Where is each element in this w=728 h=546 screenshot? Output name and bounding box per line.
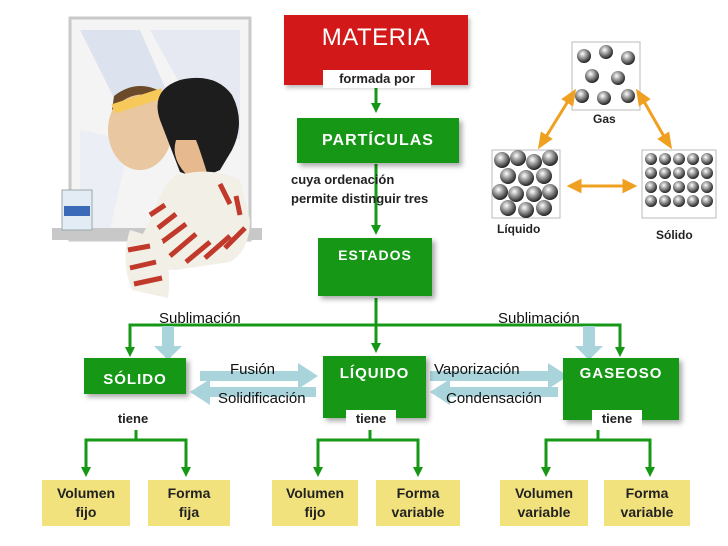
estados-box: ESTADOS xyxy=(318,238,432,296)
vaporizacion-label: Vaporización xyxy=(434,361,520,378)
liquido-box: LÍQUIDO xyxy=(323,356,426,418)
leaf-forma-fija-solido: Forma fija xyxy=(148,480,230,526)
solido-box: SÓLIDO xyxy=(84,358,186,394)
leaf-line2: fija xyxy=(178,504,200,520)
leaf-line2: variable xyxy=(517,504,571,520)
materia-title: MATERIA xyxy=(321,24,431,51)
leaf-line1: Forma xyxy=(167,485,211,501)
leaf-line1: Volumen xyxy=(514,485,574,501)
label-solido-model: Sólido xyxy=(656,228,693,242)
leaf-volumen-fijo-liquido: Volumen fijo xyxy=(272,480,358,526)
condensacion-label: Condensación xyxy=(446,390,542,407)
tiene-liquido: tiene xyxy=(346,410,396,428)
leaf-line2: fijo xyxy=(75,504,97,520)
particulas-box: PARTÍCULAS xyxy=(297,118,459,163)
sublimacion-left-label: Sublimación xyxy=(159,310,241,327)
leaf-forma-variable-liquido: Forma variable xyxy=(376,480,460,526)
leaf-line1: Forma xyxy=(396,485,440,501)
leaf-line2: variable xyxy=(391,504,445,520)
ordenacion-line1: cuya ordenación xyxy=(291,172,395,187)
leaf-line2: fijo xyxy=(304,504,326,520)
leaf-line1: Volumen xyxy=(56,485,116,501)
solidificacion-label: Solidificación xyxy=(218,390,306,407)
leaf-line1: Forma xyxy=(625,485,669,501)
ordenacion-line2: permite distinguir tres xyxy=(291,191,429,206)
label-liquido-model: Líquido xyxy=(497,222,541,236)
fusion-label: Fusión xyxy=(230,361,276,378)
gaseoso-box: GASEOSO xyxy=(563,358,679,420)
leaf-forma-variable-gaseoso: Forma variable xyxy=(604,480,690,526)
particle-models xyxy=(491,41,717,219)
tiene-solido: tiene xyxy=(108,410,158,428)
sublimacion-right-label: Sublimación xyxy=(498,310,580,327)
leaf-line2: variable xyxy=(620,504,674,520)
illustration-boy-mirror xyxy=(52,16,262,298)
tiene-gaseoso: tiene xyxy=(592,410,642,428)
materia-box: MATERIA xyxy=(284,15,468,85)
label-gas: Gas xyxy=(593,112,616,126)
ordenacion-text: cuya ordenación permite distinguir tres xyxy=(291,170,428,208)
leaf-volumen-variable-gaseoso: Volumen variable xyxy=(500,480,588,526)
formada-por-label: formada por xyxy=(323,70,431,88)
leaf-volumen-fijo-solido: Volumen fijo xyxy=(42,480,130,526)
leaf-line1: Volumen xyxy=(285,485,345,501)
